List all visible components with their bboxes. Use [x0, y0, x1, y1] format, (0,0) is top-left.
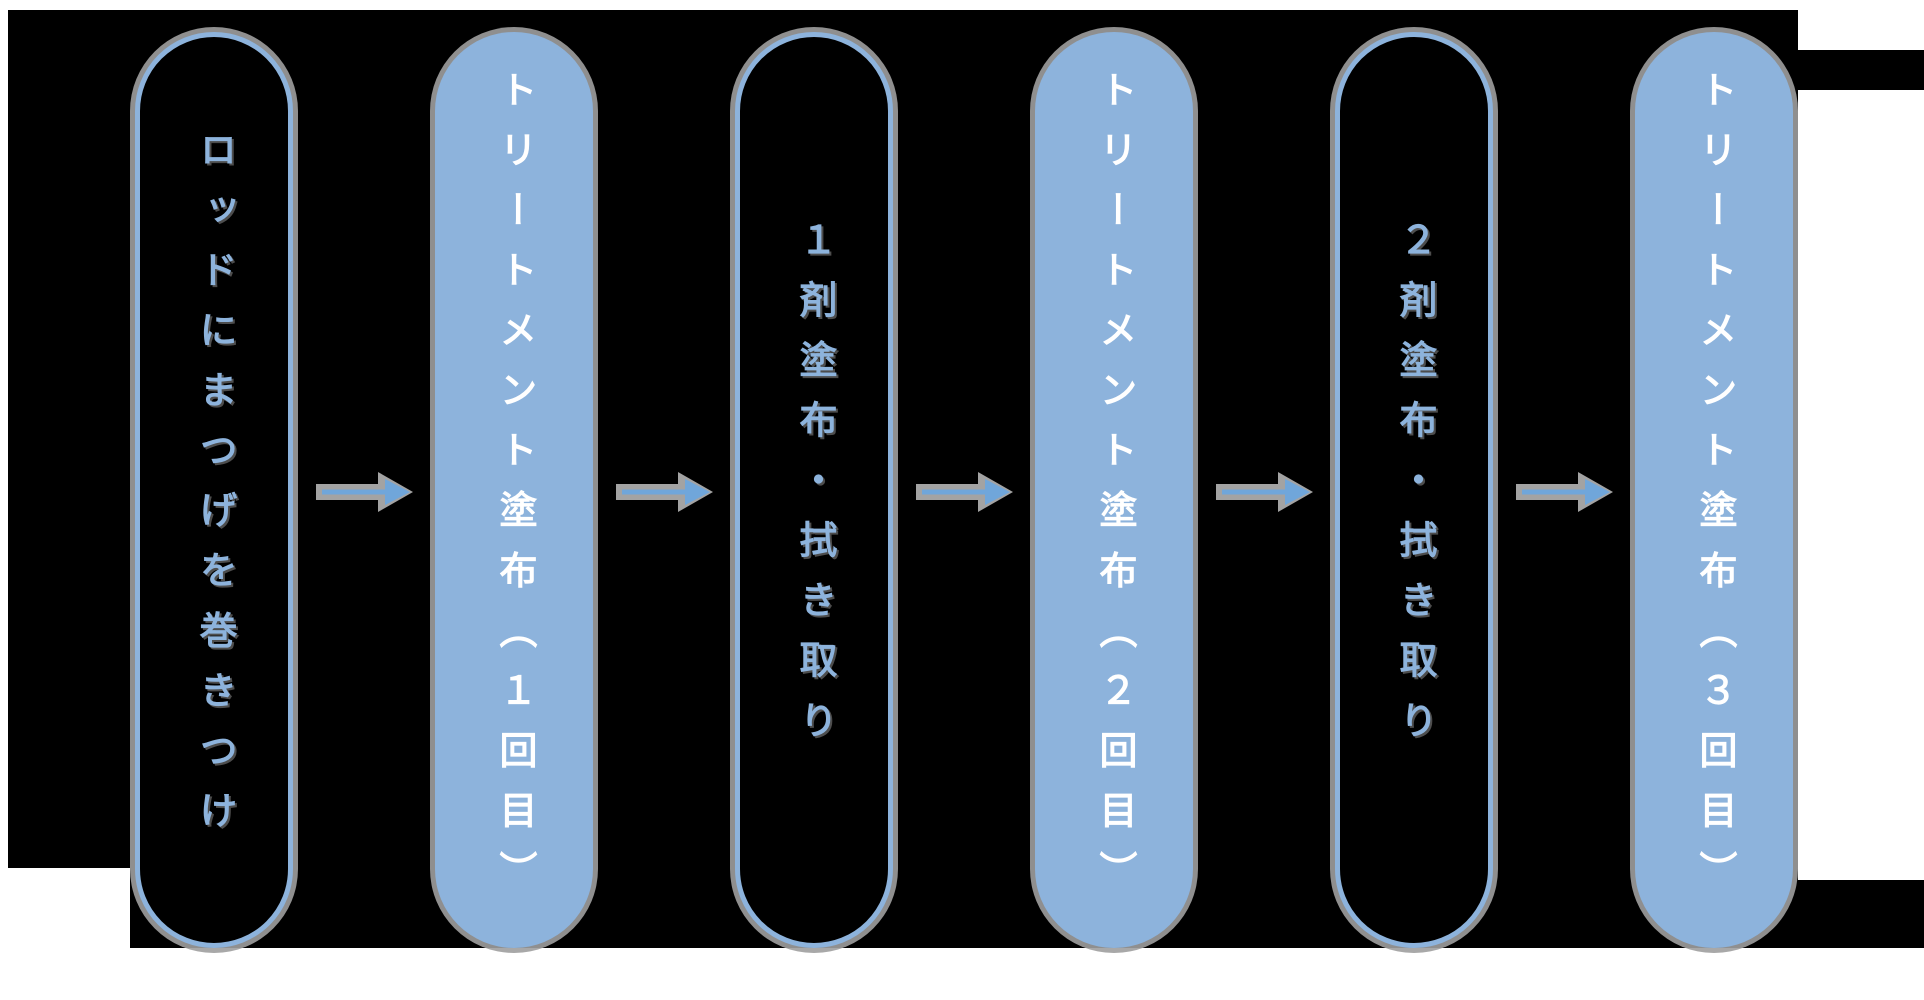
right-arrow-icon — [316, 472, 413, 512]
right-arrow-icon — [1216, 472, 1313, 512]
step-pill-rod-wrap: ロッドにまつげを巻きつけ — [135, 32, 293, 948]
step-label: トリートメント塗布（１回目） — [493, 69, 535, 911]
background-panel — [8, 10, 1798, 948]
step-label: ロッドにまつげを巻きつけ — [193, 129, 235, 851]
step-pill-treatment-1: トリートメント塗布（１回目） — [435, 32, 593, 948]
step-label: ２剤塗布・拭き取り — [1393, 219, 1435, 761]
flow-arrow — [1214, 468, 1314, 516]
step-label: トリートメント塗布（２回目） — [1093, 69, 1135, 911]
step-pill-treatment-2: トリートメント塗布（２回目） — [1035, 32, 1193, 948]
flow-arrow — [1514, 468, 1614, 516]
flow-arrow — [614, 468, 714, 516]
step-pill-treatment-3: トリートメント塗布（３回目） — [1635, 32, 1793, 948]
step-label: １剤塗布・拭き取り — [793, 219, 835, 761]
step-pill-agent2: ２剤塗布・拭き取り — [1335, 32, 1493, 948]
right-arrow-icon — [616, 472, 713, 512]
right-arrow-icon — [1516, 472, 1613, 512]
background-notch — [0, 868, 130, 1000]
background-panel-band — [1798, 880, 1924, 948]
background-panel-wedge — [1762, 50, 1924, 90]
step-pill-agent1: １剤塗布・拭き取り — [735, 32, 893, 948]
flow-arrow — [314, 468, 414, 516]
right-arrow-icon — [916, 472, 1013, 512]
step-label: トリートメント塗布（３回目） — [1693, 69, 1735, 911]
flow-arrow — [914, 468, 1014, 516]
